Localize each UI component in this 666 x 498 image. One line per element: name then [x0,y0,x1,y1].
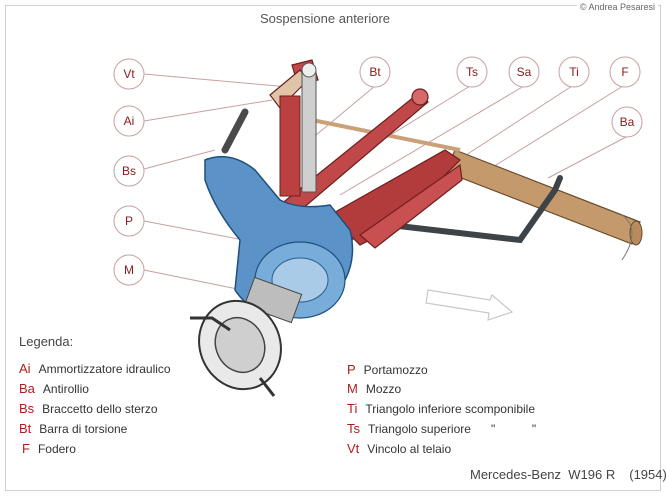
legend-text: Ammortizzatore idraulico [38,362,171,376]
legend-text: Antirollio [42,382,89,396]
legend-item: P Portamozzo [347,362,428,377]
bubble-label-p: P [125,214,133,228]
legend-code: Ti [347,401,358,416]
bubble-ba: Ba [611,106,643,138]
bubble-bs: Bs [113,155,145,187]
legend-code: Bt [19,421,32,436]
legend-item: Ba Antirollio [19,381,89,396]
model-year: (1954) [629,467,666,482]
diagram-title: Sospensione anteriore [259,11,391,26]
bubble-label-ti: Ti [569,65,579,79]
bubble-label-bs: Bs [122,164,136,178]
legend-code: Vt [347,441,360,456]
legend-item: F Fodero [22,441,76,456]
legend-code: Ts [347,421,360,436]
model-name: Mercedes-Benz W196 R [470,467,616,482]
legend-text: Barra di torsione [39,422,128,436]
bubble-m: M [113,254,145,286]
bubble-label-f: F [621,65,628,79]
hub [190,276,303,397]
leader-bt [309,85,376,141]
legend-text: Mozzo [365,382,402,396]
legend-code: P [347,362,356,377]
legend-text: Triangolo inferiore scomponibile [365,402,535,416]
legend-item: M Mozzo [347,381,401,396]
model-caption: Mercedes-Benz W196 R (1954) [470,467,666,482]
legend-text: Triangolo superiore " " [368,422,537,436]
bubble-label-ts: Ts [466,65,478,79]
bubble-vt: Vt [113,58,145,90]
legend-item: Ai Ammortizzatore idraulico [19,361,171,376]
bubble-ts: Ts [456,56,488,88]
bubble-label-ba: Ba [620,115,635,129]
leader-m [143,269,253,293]
bubble-ai: Ai [113,105,145,137]
legend-item: Bs Braccetto dello sterzo [19,401,158,416]
leader-ai [143,99,273,122]
legend-code: Ba [19,381,35,396]
legend-title: Legenda: [19,334,74,349]
legend-code: F [22,441,30,456]
leader-f [479,85,624,176]
bubble-label-m: M [124,263,134,277]
bubble-bt: Bt [359,56,391,88]
legend-item: Ti Triangolo inferiore scomponibile [347,401,535,416]
legend-item: Vt Vincolo al telaio [347,441,451,456]
legend-text: Fodero [37,442,76,456]
direction-arrow [425,289,514,321]
legend-item: Ts Triangolo superiore " " [347,421,536,436]
copyright-note: © Andrea Pesaresi [576,2,658,12]
bubble-label-bt: Bt [369,65,381,79]
bubble-label-ai: Ai [124,114,135,128]
leader-vt [143,73,301,89]
legend-code: M [347,381,358,396]
legend-text: Portamozzo [363,363,428,377]
leader-sa [339,85,525,196]
bubble-sa: Sa [508,56,540,88]
legend-item: Bt Barra di torsione [19,421,127,436]
steering-arm [221,108,249,154]
diagram-frame [5,5,661,491]
legend-text: Braccetto dello sterzo [42,402,158,416]
label-bubbles: Vt Ai Bs P M Bt Ts Sa Ti F Ba [113,56,643,286]
leader-bs [143,149,216,170]
legend-code: Ai [19,361,31,376]
bubble-ti: Ti [558,56,590,88]
lower-wishbone [329,149,463,249]
leader-ba [547,135,629,179]
bubble-label-vt: Vt [123,67,135,81]
bubble-label-sa: Sa [517,65,532,79]
legend-code: Bs [19,401,35,416]
legend-text: Vincolo al telaio [367,442,452,456]
bubble-p: P [113,205,145,237]
damper [279,62,317,197]
bubble-f: F [609,56,641,88]
